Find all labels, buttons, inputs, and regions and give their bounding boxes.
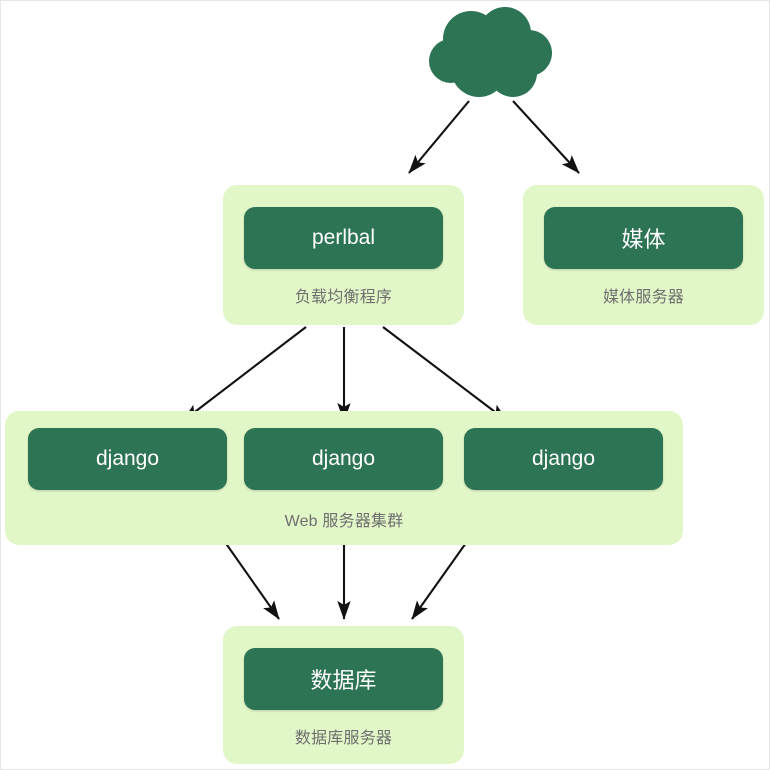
- group-load-balancer[interactable]: perlbal 负载均衡程序: [223, 185, 464, 325]
- node-django-3[interactable]: django: [464, 428, 663, 490]
- group-label-load-balancer: 负载均衡程序: [294, 289, 393, 306]
- group-web-cluster[interactable]: django django django Web 服务器集群: [5, 411, 683, 545]
- node-django-2[interactable]: django: [244, 428, 443, 490]
- edge-cloud-to-media: [512, 100, 580, 174]
- group-label-database: 数据库服务器: [294, 730, 393, 747]
- group-label-web-cluster: Web 服务器集群: [284, 513, 404, 530]
- node-perlbal[interactable]: perlbal: [244, 207, 443, 269]
- edge-perlbal-to-django-3: [382, 326, 508, 422]
- node-django-1[interactable]: django: [28, 428, 227, 490]
- node-database[interactable]: 数据库: [244, 648, 443, 710]
- edge-cloud-to-perlbal: [408, 100, 470, 174]
- group-database[interactable]: 数据库 数据库服务器: [223, 626, 464, 764]
- group-media[interactable]: 媒体 媒体服务器: [523, 185, 764, 325]
- cloud-icon: [429, 7, 552, 97]
- edge-perlbal-to-django-1: [182, 326, 307, 422]
- node-media[interactable]: 媒体: [544, 207, 743, 269]
- group-label-media: 媒体服务器: [602, 289, 684, 306]
- cloud-node[interactable]: [425, 7, 553, 107]
